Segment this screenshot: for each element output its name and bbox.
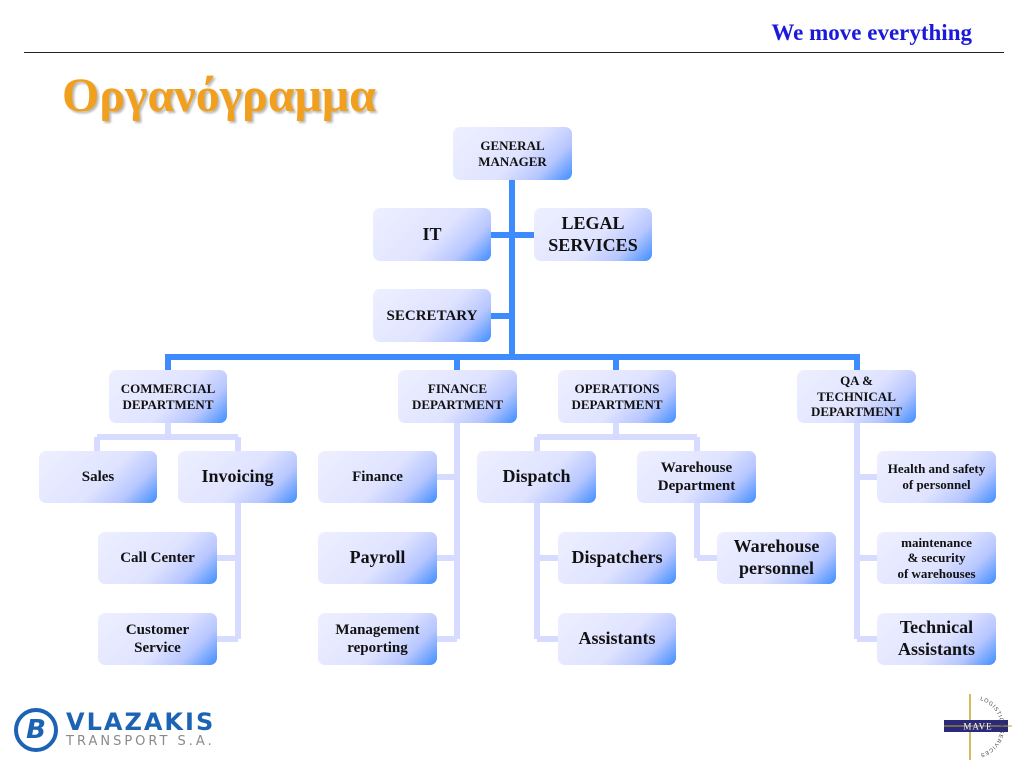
- box-health-safety: Health and safety of personnel: [877, 451, 996, 503]
- box-call-center: Call Center: [98, 532, 217, 584]
- box-secretary-label: SECRETARY: [386, 307, 478, 324]
- box-it: IT: [373, 208, 491, 261]
- box-dispatchers-label: Dispatchers: [571, 547, 663, 568]
- box-maintenance-security-label: maintenance & security of warehouses: [897, 534, 976, 581]
- vlazakis-logo-mark-letter: B: [26, 715, 46, 745]
- box-finance-label: Finance: [352, 469, 403, 485]
- box-invoicing: Invoicing: [178, 451, 297, 503]
- header-divider: [24, 52, 1004, 53]
- vlazakis-logo-name: VLAZAKIS: [66, 708, 216, 736]
- vlazakis-logo-mark: B: [14, 708, 58, 752]
- box-it-label: IT: [422, 223, 442, 244]
- box-secretary: SECRETARY: [373, 289, 491, 342]
- box-warehouse-department-label: Warehouse Department: [657, 460, 736, 494]
- box-payroll: Payroll: [318, 532, 437, 584]
- box-dispatch: Dispatch: [477, 451, 596, 503]
- box-qa-technical-department: QA & TECHNICAL DEPARTMENT: [797, 370, 916, 423]
- box-legal-services-label: LEGAL SERVICES: [548, 212, 638, 255]
- page-title: Οργανόγραμμα: [62, 69, 376, 122]
- mave-logo-name: MAVE: [963, 722, 992, 732]
- box-maintenance-security: maintenance & security of warehouses: [877, 532, 996, 584]
- box-customer-service: Customer Service: [98, 613, 217, 665]
- box-assistants: Assistants: [558, 613, 676, 665]
- box-qa-technical-department-label: QA & TECHNICAL DEPARTMENT: [810, 373, 903, 420]
- box-dispatchers: Dispatchers: [558, 532, 676, 584]
- box-legal-services: LEGAL SERVICES: [534, 208, 652, 261]
- box-operations-department: OPERATIONS DEPARTMENT: [558, 370, 676, 423]
- box-customer-service-label: Customer Service: [125, 622, 190, 656]
- box-warehouse-department: Warehouse Department: [637, 451, 756, 503]
- box-operations-department-label: OPERATIONS DEPARTMENT: [571, 380, 663, 412]
- box-commercial-department: COMMERCIAL DEPARTMENT: [109, 370, 227, 423]
- box-sales-label: Sales: [81, 469, 115, 485]
- box-warehouse-personnel-label: Warehouse personnel: [733, 536, 820, 578]
- vlazakis-logo-sub: TRANSPORT S.A.: [66, 734, 215, 749]
- box-health-safety-label: Health and safety of personnel: [887, 461, 986, 492]
- box-call-center-label: Call Center: [120, 550, 195, 566]
- tagline: We move everything: [771, 20, 972, 45]
- box-assistants-label: Assistants: [578, 628, 656, 649]
- box-finance-department-label: FINANCE DEPARTMENT: [411, 380, 504, 412]
- box-technical-assistants: Technical Assistants: [877, 613, 996, 665]
- box-general-manager-label: GENERAL MANAGER: [478, 137, 547, 169]
- box-commercial-department-label: COMMERCIAL DEPARTMENT: [120, 380, 216, 412]
- box-general-manager: GENERAL MANAGER: [453, 127, 572, 180]
- box-payroll-label: Payroll: [349, 547, 406, 568]
- box-invoicing-label: Invoicing: [201, 466, 274, 487]
- box-finance-department: FINANCE DEPARTMENT: [398, 370, 517, 423]
- box-sales: Sales: [39, 451, 157, 503]
- box-management-reporting: Management reporting: [318, 613, 437, 665]
- box-technical-assistants-label: Technical Assistants: [897, 617, 976, 659]
- mave-logo: MAVE LOGISTICS SERVICES: [944, 694, 1012, 760]
- box-dispatch-label: Dispatch: [502, 466, 571, 487]
- box-finance: Finance: [318, 451, 437, 503]
- box-management-reporting-label: Management reporting: [335, 622, 420, 656]
- vlazakis-logo: B VLAZAKIS TRANSPORT S.A.: [14, 708, 215, 752]
- box-warehouse-personnel: Warehouse personnel: [717, 532, 836, 584]
- vlazakis-logo-text: VLAZAKIS TRANSPORT S.A.: [66, 710, 215, 750]
